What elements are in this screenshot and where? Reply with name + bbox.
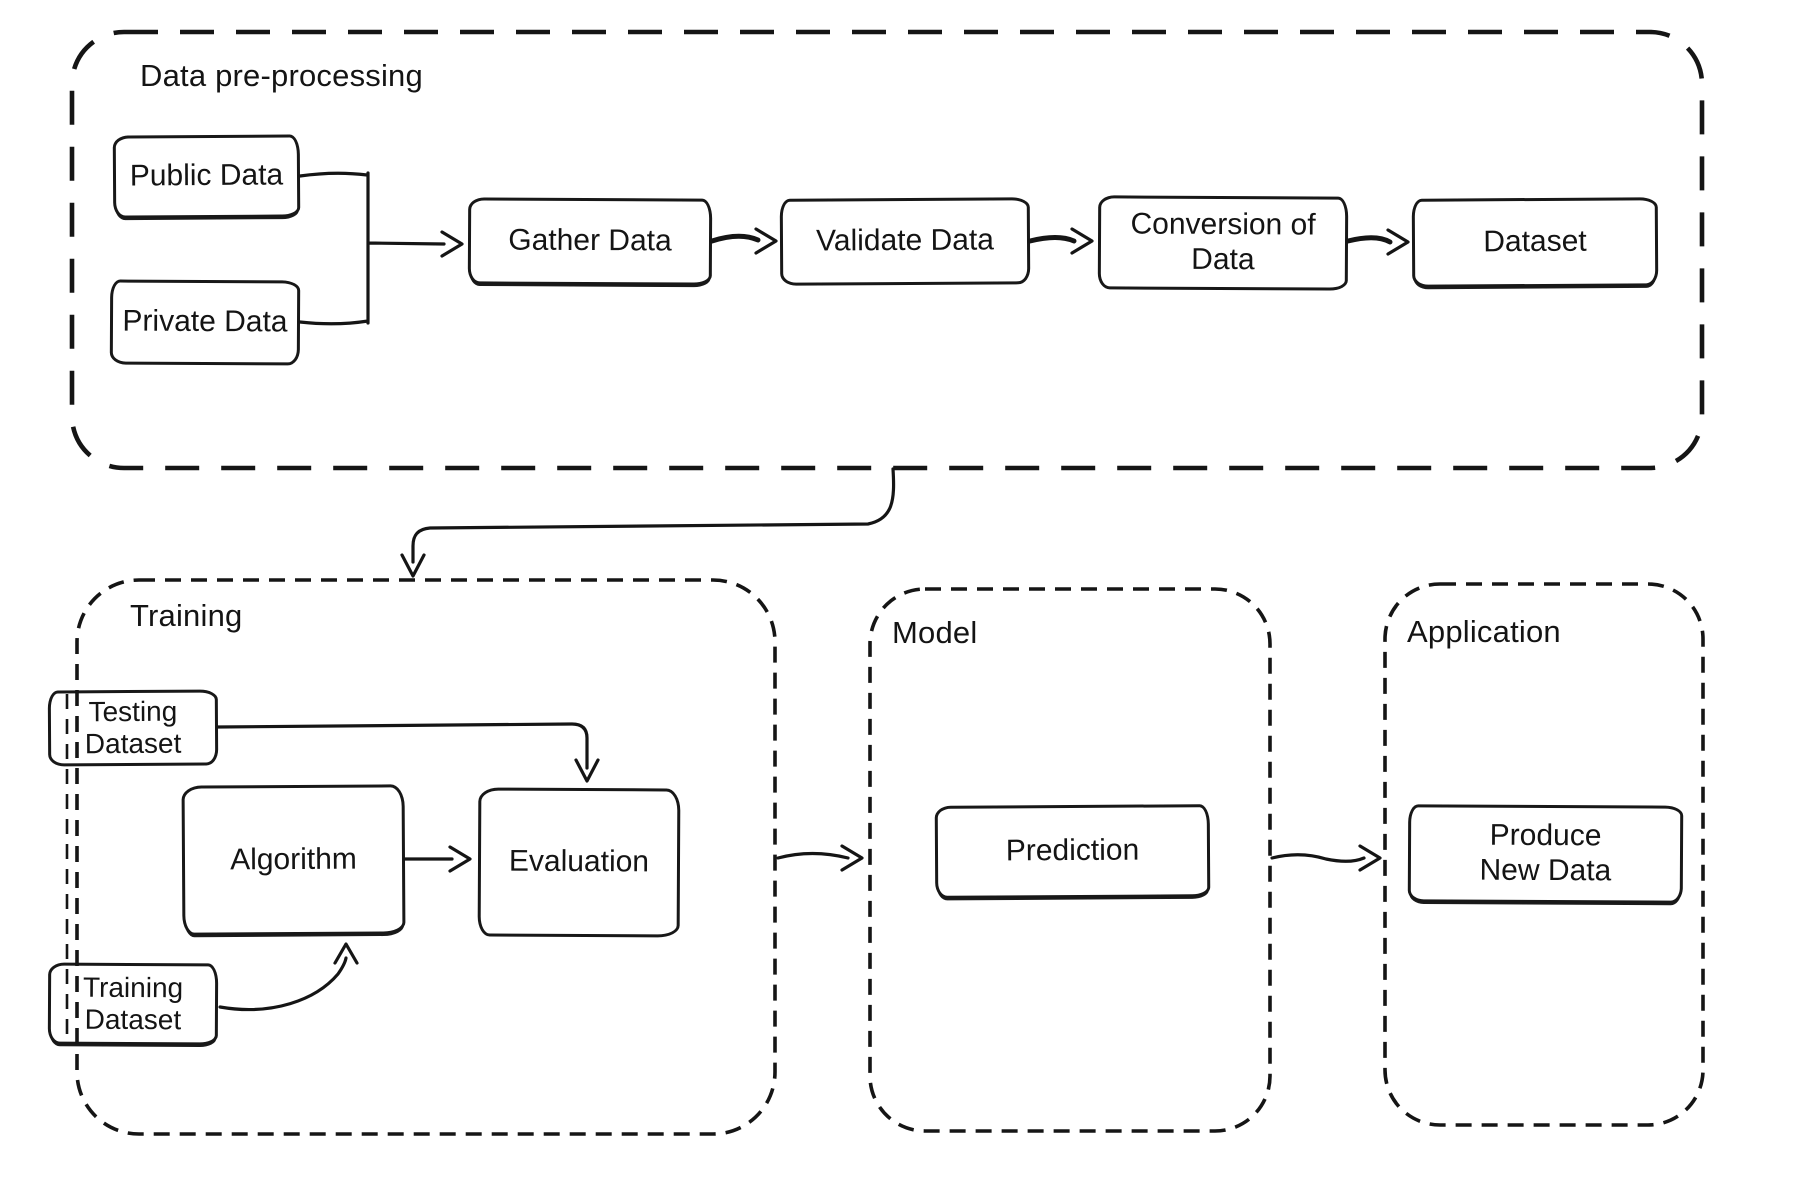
node-label-algorithm: Algorithm [230, 842, 357, 876]
node-label-conversion-of-data: Conversion of Data [1130, 207, 1316, 277]
node-gather-data: Gather Data [467, 197, 713, 286]
node-conversion-of-data: Conversion of Data [1097, 195, 1349, 291]
node-private-data: Private Data [109, 279, 301, 366]
node-label-validate-data: Validate Data [815, 223, 995, 258]
node-label-public-data: Public Data [129, 158, 284, 193]
node-algorithm: Algorithm [181, 784, 406, 936]
connector-training-to-model [776, 844, 864, 872]
connector-model-to-application [1270, 844, 1382, 872]
node-label-produce-new-data: Produce New Data [1479, 818, 1612, 888]
arrowhead-into-model-group [840, 844, 864, 872]
node-label-dataset: Dataset [1483, 224, 1587, 259]
node-label-prediction: Prediction [1005, 833, 1140, 868]
node-evaluation: Evaluation [477, 787, 681, 938]
node-testing-dataset: Testing Dataset [47, 689, 219, 767]
node-label-evaluation: Evaluation [508, 844, 650, 879]
node-dataset: Dataset [1411, 197, 1659, 288]
node-label-gather-data: Gather Data [508, 223, 672, 258]
node-prediction: Prediction [934, 804, 1211, 899]
group-label-training: Training [130, 598, 243, 633]
node-produce-new-data: Produce New Data [1407, 804, 1684, 904]
arrowhead-into-training-group [400, 553, 426, 578]
group-label-data-preprocessing: Data pre-processing [140, 58, 423, 93]
node-label-training-dataset: Training Dataset [82, 971, 184, 1036]
node-training-dataset: Training Dataset [47, 962, 219, 1046]
node-public-data: Public Data [112, 134, 301, 219]
arrowhead-into-application-group [1358, 844, 1382, 872]
node-label-private-data: Private Data [122, 304, 288, 339]
node-validate-data: Validate Data [779, 197, 1031, 286]
group-label-model: Model [892, 615, 978, 650]
node-label-testing-dataset: Testing Dataset [84, 695, 182, 760]
group-label-application: Application [1407, 614, 1561, 649]
connector-preprocessing-to-training [400, 467, 896, 578]
